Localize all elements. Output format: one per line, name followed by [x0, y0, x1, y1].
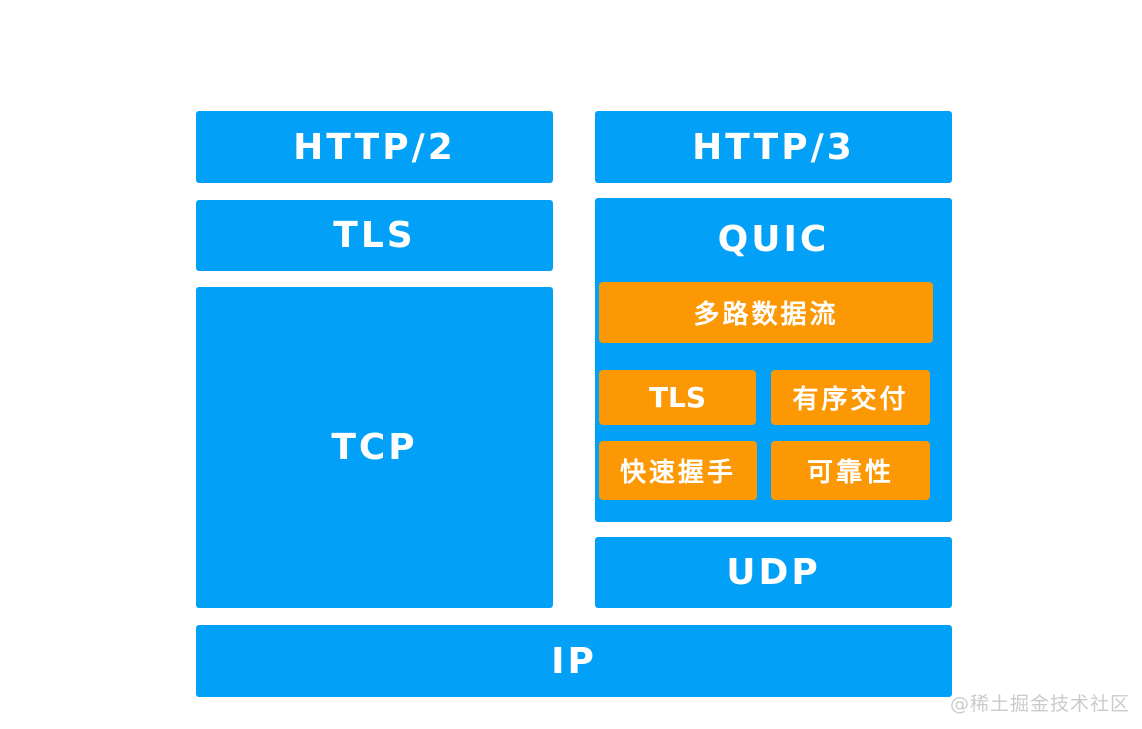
- juejin-community-watermark: @稀土掘金技术社区: [949, 693, 1130, 715]
- quic-feature-fast-handshake: 快速握手: [599, 441, 757, 500]
- quic-feature-multiplex-streams: 多路数据流: [599, 282, 933, 343]
- quic-feature-tls: TLS: [599, 370, 756, 425]
- udp-layer-box: UDP: [595, 537, 952, 608]
- ip-layer-box: IP: [196, 625, 952, 697]
- tls-layer-box: TLS: [196, 200, 553, 271]
- http3-layer-box: HTTP/3: [595, 111, 952, 183]
- http2-layer-box: HTTP/2: [196, 111, 553, 183]
- quic-layer-label: QUIC: [717, 218, 830, 260]
- tcp-layer-box: TCP: [196, 287, 553, 608]
- quic-feature-ordered-delivery: 有序交付: [771, 370, 930, 425]
- quic-feature-reliability: 可靠性: [771, 441, 930, 500]
